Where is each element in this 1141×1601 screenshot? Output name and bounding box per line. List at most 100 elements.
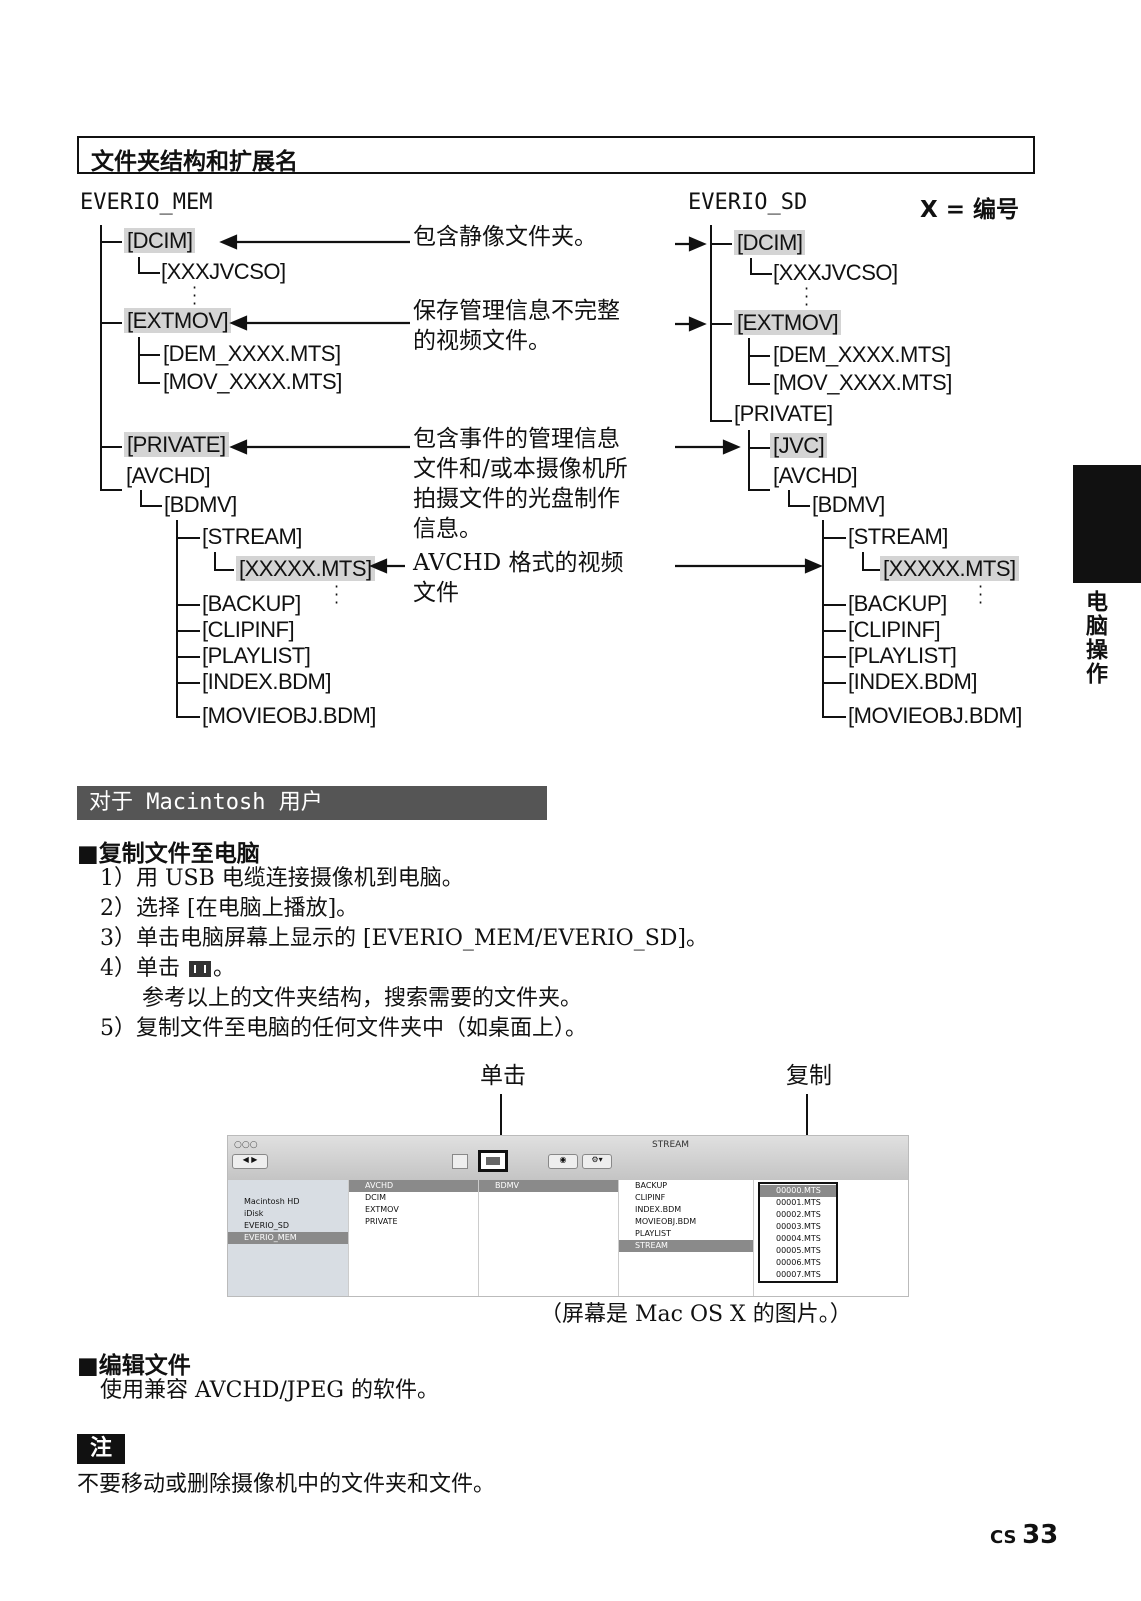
left-mov: [MOV_XXXX.MTS] <box>163 369 342 394</box>
right-index: [INDEX.BDM] <box>848 669 977 694</box>
traffic-lights-icon[interactable]: ○○○ <box>234 1140 258 1150</box>
gear-icon[interactable]: ⚙▾ <box>582 1154 612 1169</box>
sidebar-item[interactable]: Macintosh HD <box>244 1197 300 1206</box>
finder-column-4: 00000.MTS 00001.MTS 00002.MTS 00003.MTS … <box>753 1180 908 1296</box>
desc-private-1: 包含事件的管理信息 <box>413 426 620 452</box>
list-item[interactable]: MOVIEOBJ.BDM <box>635 1217 697 1226</box>
column-view-icon <box>189 961 211 977</box>
desc-mts-1: AVCHD 格式的视频 <box>413 550 624 576</box>
desc-private-4: 信息。 <box>413 516 482 542</box>
step-4: 4）单击 。 <box>100 956 236 981</box>
finder-toolbar: ○○○ ◀ ▶ ◉ ⚙▾ STREAM <box>228 1136 908 1180</box>
list-item[interactable]: 00003.MTS <box>776 1222 821 1231</box>
left-index: [INDEX.BDM] <box>202 669 331 694</box>
desc-dcim: 包含静像文件夹。 <box>413 224 597 250</box>
right-private: [PRIVATE] <box>734 401 833 426</box>
callout-click-label: 单击 <box>480 1063 526 1089</box>
legend: X = 编号 <box>920 197 1020 223</box>
step-3: 3）单击电脑屏幕上显示的 [EVERIO_MEM/EVERIO_SD]。 <box>100 926 708 951</box>
list-item[interactable]: 00002.MTS <box>776 1210 821 1219</box>
step-4-detail: 参考以上的文件夹结构，搜索需要的文件夹。 <box>142 986 583 1011</box>
back-forward-buttons[interactable]: ◀ ▶ <box>232 1154 268 1169</box>
right-bdmv: [BDMV] <box>812 492 885 517</box>
step-5: 5）复制文件至电脑的任何文件夹中（如桌面上）。 <box>100 1016 587 1041</box>
list-item[interactable]: 00004.MTS <box>776 1234 821 1243</box>
left-xxxxx: [XXXXX.MTS] <box>236 556 375 581</box>
edit-text: 使用兼容 AVCHD/JPEG 的软件。 <box>100 1378 439 1403</box>
desc-private-2: 文件和/或本摄像机所 <box>413 456 628 482</box>
left-clipinf: [CLIPINF] <box>202 617 295 642</box>
side-tab-label: 电脑操作 <box>1082 590 1107 686</box>
sidebar-item[interactable]: EVERIO_SD <box>244 1221 290 1230</box>
list-item[interactable]: PRIVATE <box>365 1217 398 1226</box>
right-stream: [STREAM] <box>848 524 948 549</box>
quicklook-eye-icon[interactable]: ◉ <box>548 1154 578 1169</box>
right-extmov: [EXTMOV] <box>734 310 842 335</box>
desc-mts-2: 文件 <box>413 580 459 606</box>
left-playlist: [PLAYLIST] <box>202 643 311 668</box>
left-movieobj: [MOVIEOBJ.BDM] <box>202 703 376 728</box>
list-item[interactable]: 00007.MTS <box>776 1270 821 1279</box>
right-jvc: [JVC] <box>770 433 828 458</box>
left-xxxjvcso: [XXXJVCSO] <box>161 259 286 284</box>
desc-private-3: 拍摄文件的光盘制作 <box>413 486 620 512</box>
right-mov: [MOV_XXXX.MTS] <box>773 370 952 395</box>
edit-heading: ■编辑文件 <box>77 1353 191 1379</box>
arrow-layer <box>219 234 823 574</box>
list-item[interactable]: STREAM <box>619 1240 754 1252</box>
callout-click-line <box>500 1094 502 1150</box>
finder-screenshot: ○○○ ◀ ▶ ◉ ⚙▾ STREAM Macintosh HD iDisk E… <box>227 1135 909 1297</box>
right-backup: [BACKUP] <box>848 591 947 616</box>
page-number-value: 33 <box>1022 1520 1059 1550</box>
left-private: [PRIVATE] <box>124 432 229 457</box>
right-xxxxx: [XXXXX.MTS] <box>880 556 1019 581</box>
list-item[interactable]: INDEX.BDM <box>635 1205 682 1214</box>
right-clipinf: [CLIPINF] <box>848 617 941 642</box>
list-item[interactable]: 00000.MTS <box>760 1185 836 1197</box>
finder-column-2: BDMV <box>478 1180 619 1296</box>
page-number: CS 33 <box>990 1520 1058 1550</box>
finder-column-3: BACKUP CLIPINF INDEX.BDM MOVIEOBJ.BDM PL… <box>618 1180 754 1296</box>
left-backup: [BACKUP] <box>202 591 301 616</box>
note-text: 不要移动或删除摄像机中的文件夹和文件。 <box>77 1472 496 1497</box>
left-bdmv: [BDMV] <box>164 492 237 517</box>
screenshot-caption: （屏幕是 Mac OS X 的图片。） <box>540 1302 852 1327</box>
step-2: 2）选择 [在电脑上播放]。 <box>100 896 359 921</box>
list-item[interactable]: 00001.MTS <box>776 1198 821 1207</box>
left-avchd: [AVCHD] <box>126 463 211 488</box>
right-root-label: EVERIO_SD <box>688 190 808 215</box>
right-dcim: [DCIM] <box>734 230 806 255</box>
list-item[interactable]: EXTMOV <box>365 1205 399 1214</box>
sidebar-item[interactable]: iDisk <box>244 1209 264 1218</box>
copy-files-highlight: 00000.MTS 00001.MTS 00002.MTS 00003.MTS … <box>758 1182 838 1283</box>
step-4-text: 4）单击 <box>100 956 180 981</box>
sidebar-item[interactable]: EVERIO_MEM <box>228 1232 348 1244</box>
list-item[interactable]: CLIPINF <box>635 1193 666 1202</box>
mac-section-header: 对于 Macintosh 用户 <box>77 786 547 820</box>
list-item[interactable]: BACKUP <box>635 1181 668 1190</box>
right-movieobj: [MOVIEOBJ.BDM] <box>848 703 1022 728</box>
left-dem: [DEM_XXXX.MTS] <box>163 341 341 366</box>
finder-column-1: AVCHD DCIM EXTMOV PRIVATE <box>348 1180 479 1296</box>
list-item[interactable]: 00005.MTS <box>776 1246 821 1255</box>
list-item[interactable]: PLAYLIST <box>635 1229 671 1238</box>
column-view-button[interactable] <box>478 1150 508 1172</box>
right-playlist: [PLAYLIST] <box>848 643 957 668</box>
copy-heading: ■复制文件至电脑 <box>77 841 260 867</box>
left-dcim: [DCIM] <box>124 228 196 253</box>
callout-copy-label: 复制 <box>786 1063 832 1089</box>
callout-copy-line <box>806 1094 808 1166</box>
right-avchd: [AVCHD] <box>773 463 858 488</box>
list-item[interactable]: BDMV <box>479 1180 619 1192</box>
list-item[interactable]: 00006.MTS <box>776 1258 821 1267</box>
list-item[interactable]: AVCHD <box>349 1180 479 1192</box>
list-item[interactable]: DCIM <box>365 1193 387 1202</box>
icon-view-button[interactable] <box>452 1154 468 1169</box>
left-root-label: EVERIO_MEM <box>80 190 213 215</box>
page-prefix: CS <box>990 1527 1017 1548</box>
left-stream: [STREAM] <box>202 524 302 549</box>
note-label: 注 <box>77 1434 125 1464</box>
step-1: 1）用 USB 电缆连接摄像机到电脑。 <box>100 866 464 891</box>
finder-sidebar: Macintosh HD iDisk EVERIO_SD EVERIO_MEM <box>228 1180 348 1296</box>
finder-window-title: STREAM <box>652 1140 690 1150</box>
